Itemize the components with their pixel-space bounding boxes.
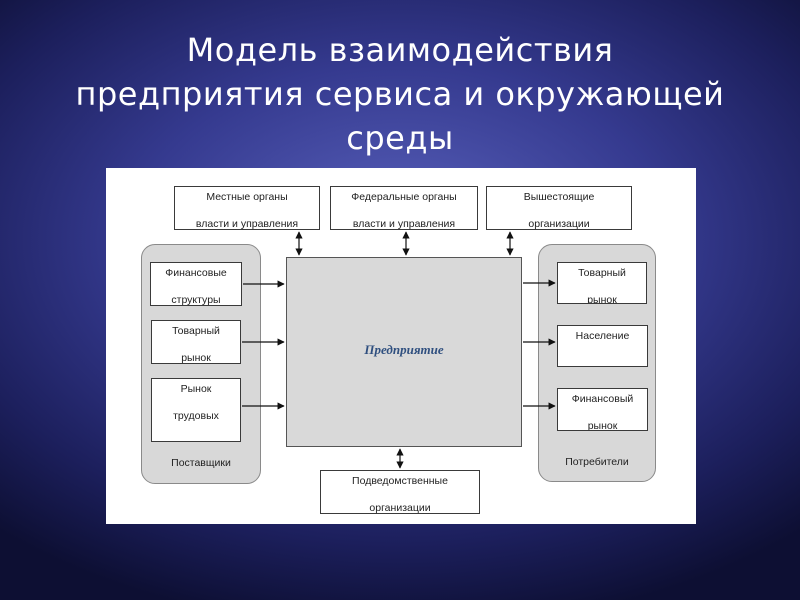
box-federal-authorities: Федеральные органы власти и управления [330,186,478,230]
box-consumer-population-line1: Население [575,330,630,342]
box-higher-organizations: Вышестоящие организации [486,186,632,230]
box-federal-authorities-line1: Федеральные органы [351,191,457,203]
connector-arrows [242,231,556,469]
box-local-authorities: Местные органы власти и управления [174,186,320,230]
box-supplier-goods-market: Товарный рынок [151,320,241,364]
box-supplier-goods-market-line2: рынок [181,352,211,364]
box-local-authorities-line1: Местные органы [206,191,288,203]
enterprise-label: Предприятие [364,342,444,357]
enterprise-box: Предприятие [286,257,522,447]
box-consumer-goods-market-line2: рынок [587,294,617,304]
box-federal-authorities-line2: власти и управления [352,218,456,230]
box-higher-organizations-line1: Вышестоящие [523,191,595,203]
slide-title: Модель взаимодействия предприятия сервис… [0,28,800,160]
consumers-label: Потребители [565,456,629,468]
title-line-3: среды [346,119,454,157]
box-supplier-financial-line2: структуры [171,294,221,306]
title-line-1: Модель взаимодействия [186,31,614,69]
box-local-authorities-line2: власти и управления [195,218,299,230]
suppliers-label: Поставщики [171,457,231,469]
box-supplier-labor-market-line2: трудовых [173,410,219,422]
box-consumer-financial-market-line1: Финансовый [571,393,634,405]
box-supplier-goods-market-line1: Товарный [172,325,220,337]
box-consumer-goods-market: Товарный рынок [557,262,647,304]
box-supplier-labor-market: Рынок трудовых [151,378,241,442]
box-supplier-financial-line1: Финансовые [165,267,227,279]
box-consumer-financial-market-line2: рынок [587,420,618,431]
title-line-2: предприятия сервиса и окружающей [75,75,725,113]
box-consumer-financial-market: Финансовый рынок [557,388,648,431]
box-higher-organizations-line2: организации [528,218,590,230]
box-subordinate-organizations: Подведомственные организации [320,470,480,514]
box-subordinate-organizations-line1: Подведомственные [352,475,448,487]
box-consumer-population: Население [557,325,648,367]
box-supplier-labor-market-line1: Рынок [180,383,212,395]
diagram-panel: Местные органы власти и управления Федер… [106,168,696,524]
box-supplier-financial: Финансовые структуры [150,262,242,306]
box-subordinate-organizations-line2: организации [369,502,431,514]
box-consumer-goods-market-line1: Товарный [578,267,626,279]
